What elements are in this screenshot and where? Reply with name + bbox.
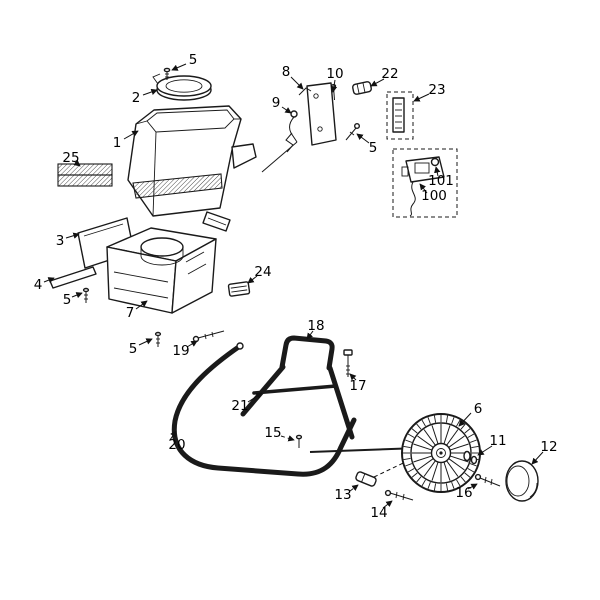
callout-14: 14 <box>370 505 387 521</box>
bolt-17-part <box>343 349 353 377</box>
callout-24: 24 <box>254 264 271 280</box>
hopper-part <box>127 105 257 217</box>
latch-part <box>202 211 231 232</box>
clamp-part <box>227 281 251 297</box>
callout-25: 25 <box>62 150 79 166</box>
ring-cap-part <box>152 73 212 101</box>
callout-7: 7 <box>126 305 135 321</box>
screw-5-mid <box>82 287 90 303</box>
callout-4: 4 <box>34 277 43 293</box>
callout-21: 21 <box>231 398 248 414</box>
callout-22: 22 <box>381 66 398 82</box>
decal-part <box>57 163 113 187</box>
callout-16: 16 <box>455 485 472 501</box>
callout-100: 100 <box>421 188 447 204</box>
callout-23: 23 <box>428 82 445 98</box>
callout-10: 10 <box>326 66 343 82</box>
callout-101: 101 <box>428 173 454 189</box>
callout-18: 18 <box>307 318 324 334</box>
label-23-part <box>386 91 414 140</box>
screw-16-part <box>474 473 501 487</box>
housing-part <box>106 227 217 314</box>
frame-part <box>171 335 357 477</box>
callout-2: 2 <box>132 90 141 106</box>
switch-assembly-part <box>392 148 458 218</box>
screw-14-part <box>384 489 414 501</box>
callout-5-low: 5 <box>129 341 138 357</box>
sleeve-13-part <box>355 471 377 487</box>
callout-5-cap: 5 <box>189 52 198 68</box>
bolt-15-part <box>295 434 303 448</box>
lever-spring-part <box>261 110 298 173</box>
callout-20: 20 <box>168 437 185 453</box>
screw-5-top <box>163 67 171 80</box>
callout-8: 8 <box>282 64 291 80</box>
callout-5-plate: 5 <box>369 140 378 156</box>
strip-part <box>49 266 97 289</box>
callout-5-mid: 5 <box>63 292 72 308</box>
screw-5-low <box>154 331 162 347</box>
mount-plate-part <box>298 82 337 146</box>
callout-3: 3 <box>56 233 65 249</box>
callout-17: 17 <box>349 378 366 394</box>
callout-12: 12 <box>540 439 557 455</box>
callout-19: 19 <box>172 343 189 359</box>
callout-1: 1 <box>113 135 122 151</box>
leader-lines <box>43 63 544 509</box>
spacer-part <box>352 81 372 95</box>
callout-15: 15 <box>264 425 281 441</box>
hub-nut-part <box>463 450 478 465</box>
hub-cap-part <box>505 460 539 502</box>
callout-6: 6 <box>474 401 483 417</box>
callout-13: 13 <box>334 487 351 503</box>
callout-11: 11 <box>489 433 506 449</box>
callout-9: 9 <box>272 95 281 111</box>
screw-19-part <box>192 330 225 343</box>
screw-5-plate <box>345 122 361 141</box>
